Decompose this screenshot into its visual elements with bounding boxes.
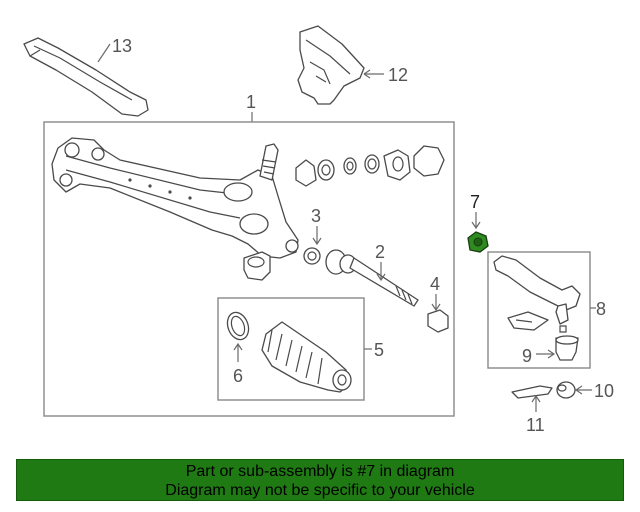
part-4-nut[interactable]	[427, 309, 449, 333]
part-6-clamp[interactable]	[224, 309, 252, 342]
callout-10[interactable]: 10	[594, 381, 614, 401]
assembly-1-box	[43, 121, 455, 417]
subassembly-8-box	[487, 251, 591, 369]
part-10-nut[interactable]	[556, 381, 576, 399]
seal-kit[interactable]	[295, 145, 445, 187]
callout-1[interactable]: 1	[246, 92, 256, 112]
info-banner: Part or sub-assembly is #7 in diagram Di…	[16, 459, 624, 501]
callout-8[interactable]: 8	[596, 299, 606, 319]
callout-7[interactable]: 7	[470, 192, 480, 212]
leader-13	[97, 43, 111, 63]
callout-11[interactable]: 11	[526, 415, 545, 435]
callout-4[interactable]: 4	[430, 274, 440, 294]
part-11-cotter-pin[interactable]	[511, 385, 553, 399]
part-2-inner-tie-rod[interactable]	[325, 249, 419, 307]
part-3-washer[interactable]	[303, 247, 321, 265]
part-8-tie-rod-end[interactable]	[493, 255, 581, 333]
callout-2[interactable]: 2	[375, 242, 385, 262]
part-12-boot[interactable]	[297, 25, 365, 105]
part-9-boot[interactable]	[555, 335, 579, 361]
callout-3[interactable]: 3	[311, 206, 321, 226]
banner-line-2: Diagram may not be specific to your vehi…	[165, 482, 475, 499]
callout-13[interactable]: 13	[112, 36, 132, 56]
callout-6[interactable]: 6	[233, 366, 243, 386]
part-7-nut-highlighted[interactable]	[467, 231, 489, 253]
bellows-boot[interactable]	[261, 321, 352, 393]
callout-9[interactable]: 9	[522, 346, 532, 366]
part-13-cover[interactable]	[23, 37, 149, 117]
callout-5[interactable]: 5	[374, 340, 384, 360]
callout-12[interactable]: 12	[388, 65, 408, 85]
part-1-steering-gear[interactable]	[51, 137, 299, 281]
banner-line-1: Part or sub-assembly is #7 in diagram	[185, 463, 455, 480]
